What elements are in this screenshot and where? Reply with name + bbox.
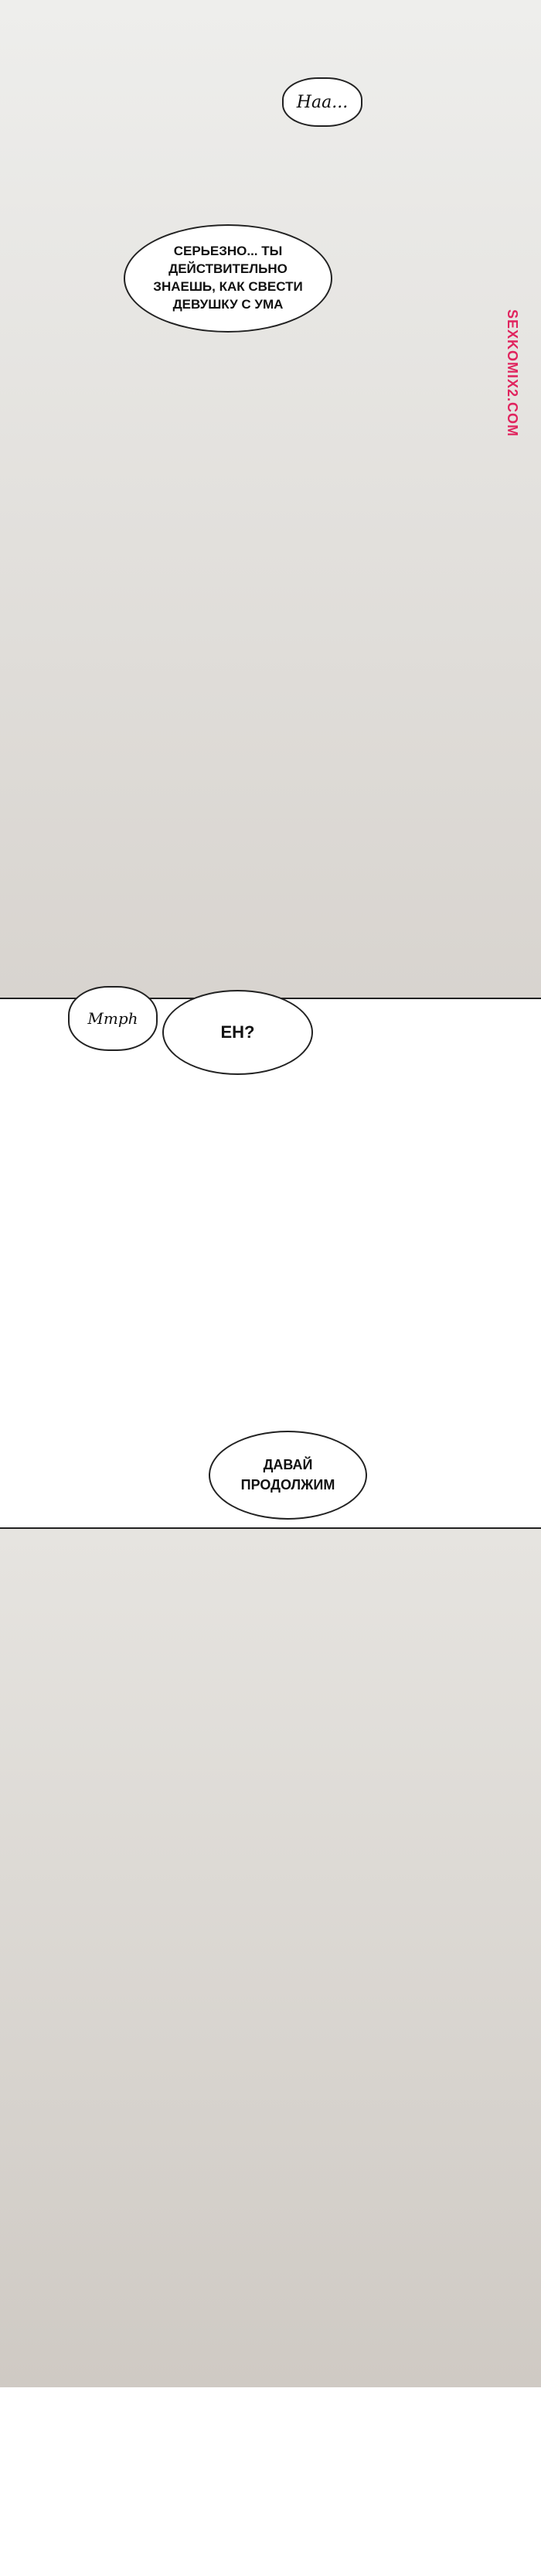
comic-panel-2 [0,1527,541,2387]
watermark: SEXKOMIX2.COM [505,309,520,438]
speech-bubble-eh: ЕН? [162,990,313,1075]
sfx-bubble-mmph: Mmph [68,986,158,1051]
speech-bubble-1: СЕРЬЕЗНО... ТЫ ДЕЙСТВИТЕЛЬНО ЗНАЕШЬ, КАК… [124,224,332,333]
sfx-bubble-haa: Haa... [282,77,362,127]
speech-bubble-continue: ДАВАЙ ПРОДОЛЖИМ [209,1431,367,1520]
comic-panel-1 [0,0,541,998]
